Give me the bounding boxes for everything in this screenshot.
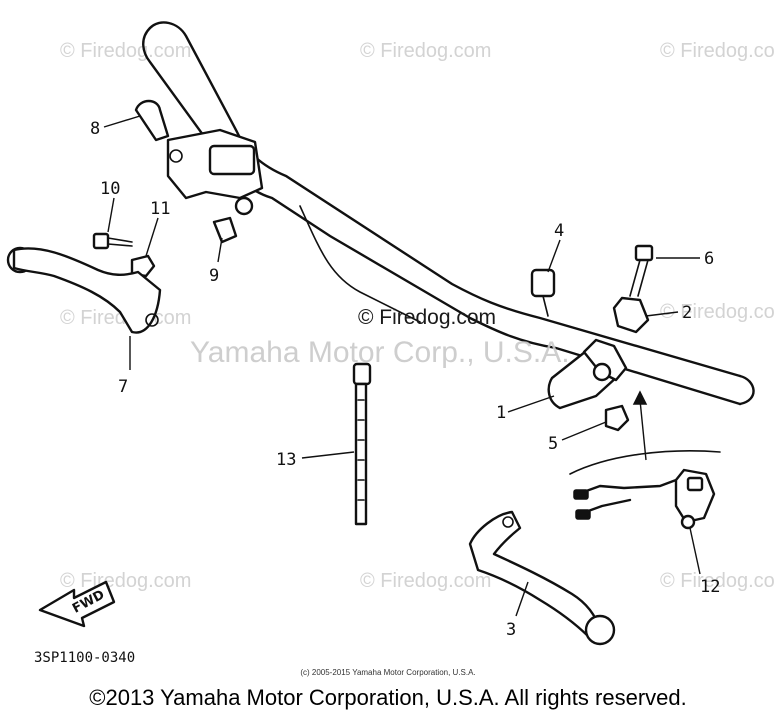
bolt-6-and-clamp-2 [612, 244, 654, 334]
callouts: 8 10 11 9 7 4 6 2 1 5 13 12 3 [90, 119, 720, 640]
callout-6: 6 [704, 249, 714, 269]
lever-holder-assembly [530, 268, 630, 432]
callout-8: 8 [90, 119, 100, 139]
brake-lever-3 [468, 510, 616, 646]
callout-13: 13 [276, 450, 296, 470]
watermark-top-right: © Firedog.com [660, 40, 776, 62]
bolt-10-and-nut-11 [92, 232, 156, 278]
watermark-top-center: © Firedog.com [360, 40, 491, 62]
master-cylinder-clamp [134, 99, 264, 244]
callout-9: 9 [209, 266, 219, 286]
callout-1: 1 [496, 403, 506, 423]
callout-7: 7 [118, 377, 128, 397]
callout-3: 3 [506, 620, 516, 640]
switch-12-assembly [569, 390, 721, 530]
watermark-bottom-left: © Firedog.com [60, 570, 191, 592]
callout-4: 4 [554, 221, 564, 241]
cable-tie-13 [352, 362, 372, 526]
watermark-bottom-right: © Firedog.com [660, 570, 776, 592]
watermark-yamaha: Yamaha Motor Corp., U.S.A. [190, 336, 570, 369]
watermark-mid-right: © Firedog.com [660, 301, 776, 323]
copyright-main: ©2013 Yamaha Motor Corporation, U.S.A. A… [89, 685, 687, 710]
leader-lines [103, 115, 701, 617]
clutch-lever-7 [6, 246, 162, 334]
watermark-bottom-center: © Firedog.com [360, 570, 491, 592]
copyright-small: (c) 2005-2015 Yamaha Motor Corporation, … [300, 668, 476, 677]
watermark-center-firedog: © Firedog.com [358, 306, 496, 329]
callout-5: 5 [548, 434, 558, 454]
watermark-top-left: © Firedog.com [60, 40, 191, 62]
part-code: 3SP1100-0340 [34, 650, 135, 666]
callout-12: 12 [700, 577, 720, 597]
callout-11: 11 [150, 199, 170, 219]
callout-10: 10 [100, 179, 120, 199]
callout-2: 2 [682, 303, 692, 323]
